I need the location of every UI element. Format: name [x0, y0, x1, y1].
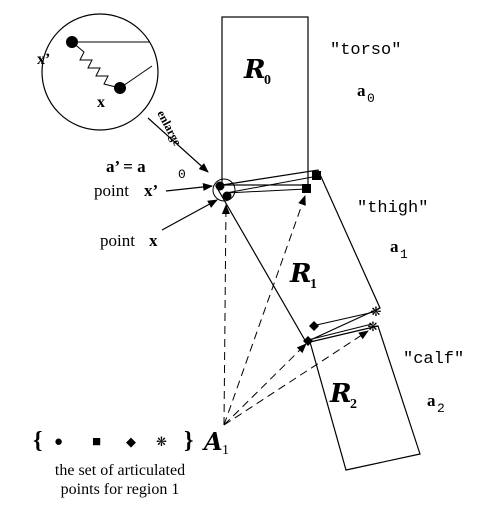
point-x-word: point — [100, 231, 135, 250]
point-x-prime-marker — [215, 181, 225, 191]
inset-point-x — [114, 82, 126, 94]
a-prime-equals-a0: a’ = a — [106, 157, 146, 176]
region-2-symbol: R — [329, 379, 352, 409]
dashed-arrow-to-asterisk — [223, 330, 369, 426]
point-x-arrow — [161, 199, 218, 231]
point-x-marker — [222, 191, 232, 201]
point-x-var: x — [149, 231, 158, 250]
set-caption-line-2: points for region 1 — [60, 481, 180, 498]
inset-label-x-prime: x’ — [37, 51, 50, 68]
dashed-arrow-to-square — [223, 195, 306, 426]
region-1-subscript: 1 — [310, 277, 317, 292]
set-symbol-a-sub: 1 — [222, 443, 229, 458]
inset-lower-line — [119, 65, 153, 89]
articulated-square-upper — [312, 171, 321, 180]
a-prime-equals-a0-sub: 0 — [178, 167, 186, 182]
region-1-symbol: R — [289, 259, 312, 289]
region-2-vector: a — [427, 391, 436, 410]
set-caption-line-1: the set of articulated — [54, 462, 186, 479]
inset-point-x-prime — [66, 36, 78, 48]
region-1-vector: a — [390, 237, 399, 256]
articulated-asterisk-lower: ❋ — [368, 319, 379, 334]
region-0-vector-sub: 0 — [367, 91, 375, 106]
articulated-square-lower — [302, 184, 311, 193]
set-symbol-diamond: ◆ — [126, 434, 136, 449]
region-2-name: "calf" — [403, 350, 464, 369]
region-0-vector: a — [357, 81, 366, 100]
set-symbol-a: A — [202, 427, 223, 456]
dashed-arrow-to-circle — [221, 204, 230, 426]
hip-joint-enlarge-circle — [212, 178, 236, 202]
set-symbol-circle: ● — [54, 434, 63, 450]
region-1-thigh — [215, 169, 381, 343]
set-symbol-square: ■ — [92, 434, 101, 450]
dashed-arrow-to-diamond — [223, 343, 307, 426]
spring-icon — [71, 41, 121, 89]
joint-link-square-lower — [225, 188, 307, 194]
articulated-asterisk-upper: ❋ — [371, 304, 382, 319]
articulated-diamond-lower — [303, 336, 313, 346]
point-x-prime-var: x’ — [144, 181, 158, 200]
region-0-subscript: 0 — [264, 73, 271, 88]
inset-label-x: x — [97, 94, 105, 111]
knee-link-lower — [307, 323, 373, 341]
region-0-symbol: R — [243, 55, 266, 85]
region-0-name: "torso" — [330, 41, 401, 60]
region-2-calf — [309, 325, 421, 471]
point-x-prime-arrow — [165, 182, 213, 192]
set-symbol-asterisk: ❋ — [156, 434, 167, 449]
region-2-subscript: 2 — [350, 397, 357, 412]
set-open-brace: { — [33, 428, 42, 454]
enlarge-inset-circle — [41, 13, 159, 131]
region-1-vector-sub: 1 — [400, 247, 408, 262]
knee-link-upper — [311, 311, 375, 327]
articulated-diamond-upper — [309, 321, 319, 331]
region-2-vector-sub: 2 — [437, 401, 445, 416]
joint-link-square-upper — [225, 175, 319, 194]
region-1-name: "thigh" — [357, 199, 428, 218]
set-close-brace: } — [184, 428, 193, 454]
enlarge-arrow — [147, 117, 209, 173]
region-0-torso — [221, 16, 309, 186]
point-x-prime-word: point — [94, 181, 129, 200]
